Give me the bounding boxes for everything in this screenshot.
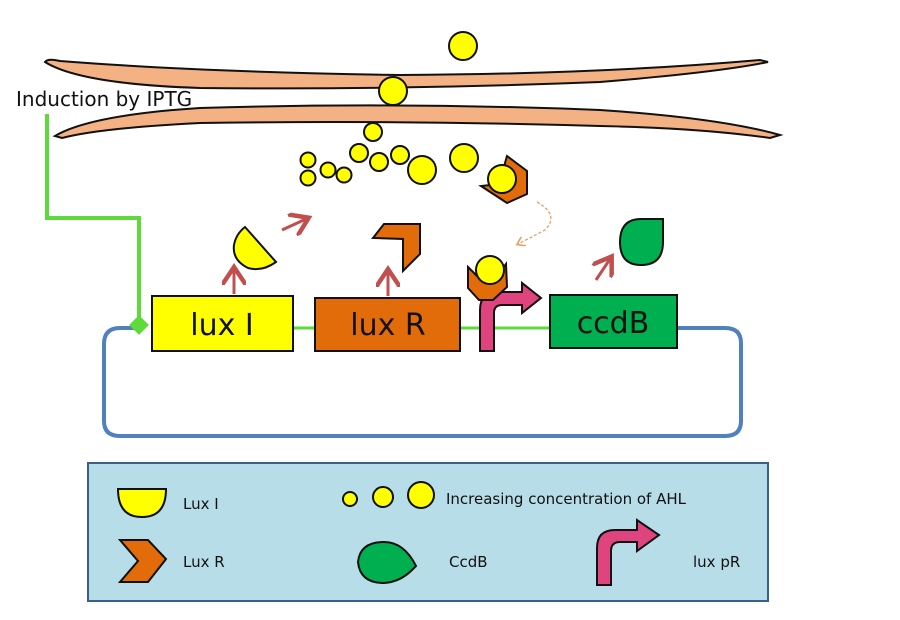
legend-ahl-medium-icon xyxy=(372,486,394,508)
ahl-molecule xyxy=(349,143,369,163)
legend-lux-r-icon xyxy=(117,539,168,583)
ccdb-expression-arrow xyxy=(596,259,610,281)
ahl-molecule xyxy=(369,152,389,172)
legend-lux-pr-label: lux pR xyxy=(693,553,740,571)
ahl-molecules xyxy=(299,31,479,187)
iptg-induction-line xyxy=(45,114,141,325)
gene-lux-r-label: lux R xyxy=(350,308,425,343)
membrane-inner-layer xyxy=(52,104,784,140)
ahl-molecule xyxy=(390,145,410,165)
gene-lux-r: lux R xyxy=(314,297,461,352)
gene-lux-i-label: lux I xyxy=(190,308,254,343)
ahl-synthesis-arrow xyxy=(281,219,306,230)
lux-i-protein-icon xyxy=(232,225,278,271)
ahl-molecule xyxy=(299,151,317,169)
ahl-molecule xyxy=(335,166,353,184)
binding-dashed-arrow xyxy=(518,201,552,244)
ahl-molecule xyxy=(363,122,383,142)
gene-lux-i: lux I xyxy=(151,295,294,352)
legend-lux-i-label: Lux I xyxy=(183,495,219,513)
ahl-molecule-in-membrane xyxy=(378,76,408,106)
iptg-node-diamond xyxy=(129,315,149,335)
ahl-molecule xyxy=(319,161,337,179)
luxr-ahl-complex-bound xyxy=(467,255,509,301)
ccdb-protein-icon xyxy=(618,218,664,267)
ahl-molecule-outside xyxy=(448,31,478,61)
legend-ccdb-icon xyxy=(356,540,418,585)
ahl-molecule xyxy=(299,169,317,187)
induction-label: Induction by IPTG xyxy=(16,87,192,111)
legend-lux-i-icon xyxy=(116,488,168,519)
legend-ccdb-label: CcdB xyxy=(449,553,488,571)
plasmid-backbone xyxy=(102,326,743,438)
cell-membrane xyxy=(43,58,784,140)
ahl-molecule xyxy=(449,143,479,173)
legend: Lux I Increasing concentration of AHL Lu… xyxy=(87,462,769,602)
legend-lux-pr-icon xyxy=(596,518,661,586)
ahl-molecule xyxy=(407,155,437,185)
legend-lux-r-label: Lux R xyxy=(183,553,225,571)
legend-ahl-label: Increasing concentration of AHL xyxy=(446,490,687,508)
legend-ahl-small-icon xyxy=(342,491,358,507)
gene-ccdb: ccdB xyxy=(549,294,678,349)
lux-r-protein-icon xyxy=(370,223,421,274)
gene-ccdb-label: ccdB xyxy=(577,306,650,341)
legend-ahl-large-icon xyxy=(407,481,435,509)
membrane-outer-layer xyxy=(43,58,769,90)
luxr-ahl-complex-forming xyxy=(478,154,528,205)
